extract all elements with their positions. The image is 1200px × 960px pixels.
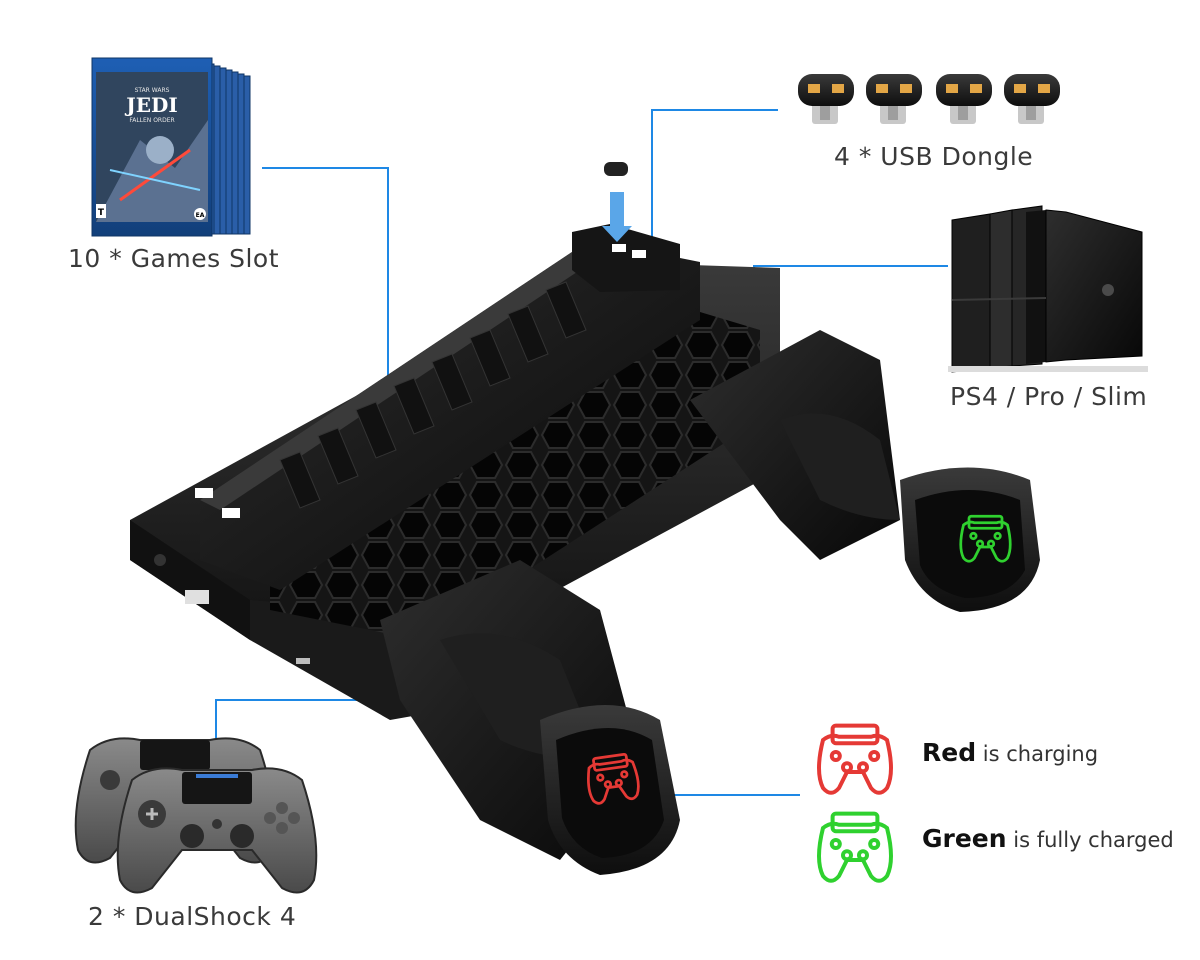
legend-charged: Green is fully charged	[922, 824, 1174, 853]
dongle-tower	[572, 224, 680, 292]
ps4-slim	[1045, 209, 1143, 363]
hex-vent	[270, 300, 760, 640]
side-led	[222, 508, 240, 518]
dongle-port	[632, 250, 646, 258]
callout-dongle-line	[651, 109, 778, 256]
usb-dongle-icon	[1004, 74, 1060, 124]
insert-arrow-icon	[602, 192, 632, 242]
gamepad-green-icon	[817, 811, 893, 883]
game-box-subtitle: FALLEN ORDER	[129, 117, 174, 124]
game-box-spines	[207, 63, 251, 235]
dualshock-controllers	[74, 737, 318, 894]
game-slot-dividers	[279, 281, 587, 509]
legend-green-text: is fully charged	[1013, 828, 1174, 852]
game-box-stack: STAR WARS JEDI FALLEN ORDER T EA	[91, 57, 251, 237]
usb-dongle-label: 4 * USB Dongle	[834, 142, 1034, 171]
usb-dongle-icon	[798, 74, 854, 124]
gamepad-red-icon	[817, 723, 893, 795]
game-box-rating: T	[98, 208, 105, 218]
console-models-label: PS4 / Pro / Slim	[950, 382, 1148, 411]
controllers-label: 2 * DualShock 4	[88, 902, 297, 931]
legend-charging: Red is charging	[922, 738, 1098, 767]
charging-cradle-back	[780, 413, 900, 520]
callout-games-line	[262, 167, 389, 402]
game-box-brand: STAR WARS	[135, 87, 170, 94]
legend-red-word: Red	[922, 738, 977, 767]
games-slot-label: 10 * Games Slot	[68, 244, 280, 273]
ps4-console-stack	[948, 205, 1148, 373]
ps4-console-left	[951, 213, 991, 373]
game-box-publisher: EA	[196, 212, 205, 219]
dongle-inserting	[604, 162, 628, 176]
gamepad-red-glow-icon	[586, 752, 640, 805]
dc-port	[154, 554, 166, 566]
micro-port	[296, 658, 310, 664]
usb-port	[185, 590, 209, 604]
legend-red-text: is charging	[982, 742, 1099, 766]
gamepad-green-glow-icon	[959, 514, 1012, 563]
game-box-title: JEDI	[124, 93, 177, 117]
charging-stand	[130, 162, 1040, 875]
side-led	[195, 488, 213, 498]
dongle-port	[612, 244, 626, 252]
usb-dongle-icon	[936, 74, 992, 124]
callout-console-line	[753, 265, 948, 352]
legend-green-word: Green	[922, 824, 1007, 853]
usb-dongle-icon	[866, 74, 922, 124]
usb-dongle-row	[798, 74, 1060, 124]
dualshock-front	[116, 767, 318, 894]
